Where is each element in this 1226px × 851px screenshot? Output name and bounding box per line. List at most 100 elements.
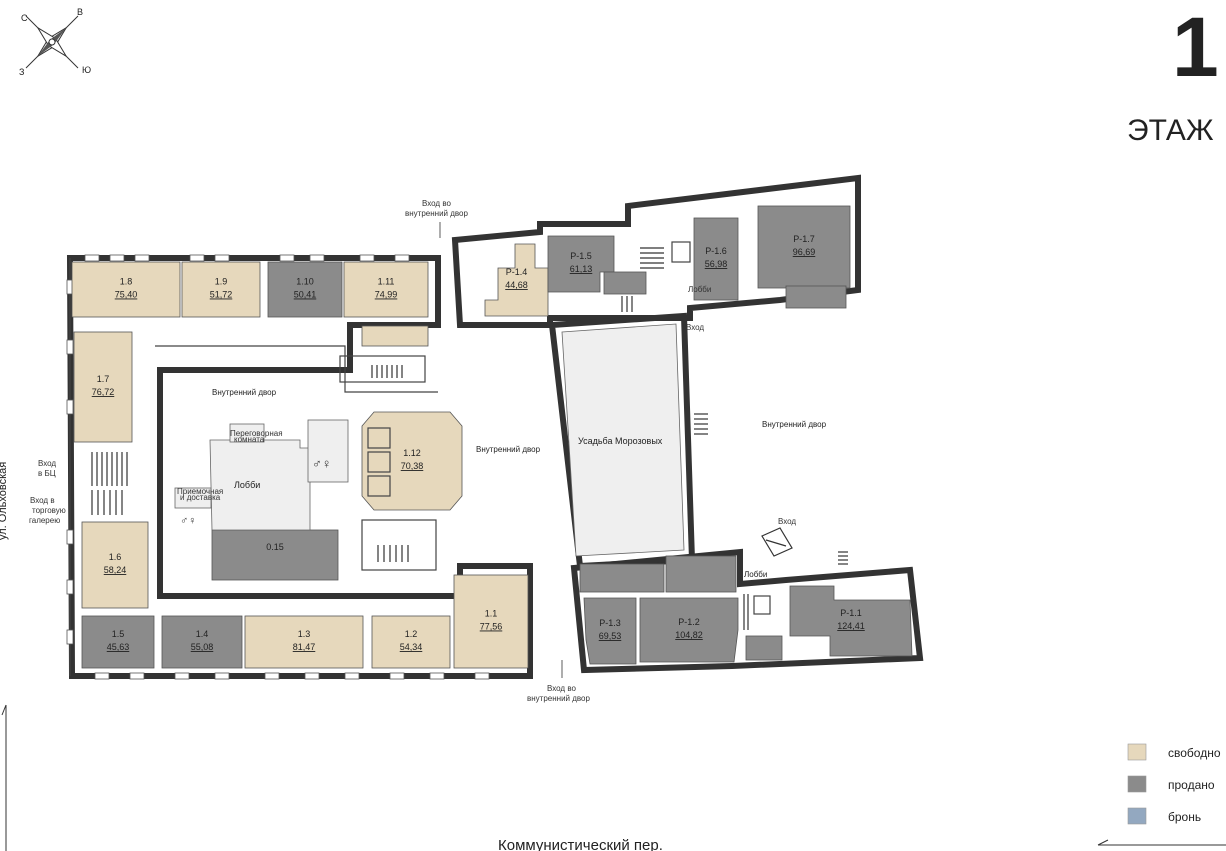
unit-id-label: 1.9 bbox=[215, 277, 228, 287]
unit-area-label: 76,72 bbox=[92, 387, 115, 397]
unit-area-label: 104,82 bbox=[675, 630, 703, 640]
stairs-west-2 bbox=[339, 355, 426, 383]
unit-1-2[interactable] bbox=[371, 615, 451, 669]
unit-id-label: 1.8 bbox=[120, 277, 133, 287]
stairs-west-3 bbox=[361, 519, 437, 571]
unit-1-6[interactable] bbox=[81, 521, 149, 609]
unit-id-label: 0.15 bbox=[266, 542, 284, 552]
stairs-west-1 bbox=[91, 452, 128, 515]
unit-area-label: 74,99 bbox=[375, 290, 398, 300]
unit-Р1-3[interactable] bbox=[583, 597, 637, 665]
unit-1-3[interactable] bbox=[244, 615, 364, 669]
entrance-bc-line1: Вход bbox=[38, 459, 56, 468]
unit-1-8[interactable] bbox=[71, 261, 181, 318]
unit-id-label: 1.2 bbox=[405, 629, 418, 639]
unit-1-10[interactable] bbox=[267, 261, 343, 318]
unit-id-label: 1.5 bbox=[112, 629, 125, 639]
negotiation-room-line2: комната bbox=[234, 435, 265, 444]
floor-word: ЭТАЖ bbox=[1127, 114, 1214, 147]
unit-id-label: 1.6 bbox=[109, 552, 122, 562]
unit-area-label: 45,63 bbox=[107, 642, 130, 652]
compass-e-letter: В bbox=[77, 7, 83, 17]
unit-Р1-7[interactable] bbox=[757, 205, 851, 289]
stairs-ne bbox=[621, 247, 664, 312]
floor-number: 1 bbox=[1172, 0, 1219, 94]
north-east-building: Лобби bbox=[451, 174, 861, 328]
entrance-gallery-line1: Вход в bbox=[30, 496, 55, 505]
south-east-building: Лобби bbox=[570, 527, 924, 674]
unit-id-label: Р-1.4 bbox=[506, 267, 528, 277]
entrance-right-bottom-label: Вход bbox=[778, 517, 796, 526]
stairs-estate bbox=[694, 413, 708, 435]
unit-id-label: Р-1.2 bbox=[678, 617, 700, 627]
compass-n-letter: С bbox=[21, 13, 28, 23]
unit-labels: 1.875,401.951,721.1050,411.1174,991.776,… bbox=[92, 234, 865, 652]
courtyard-right-label: Внутренний двор bbox=[762, 420, 827, 429]
unit-id-label: Р-1.7 bbox=[793, 234, 815, 244]
unit-1-4[interactable] bbox=[161, 615, 243, 669]
unit-id-label: 1.10 bbox=[296, 277, 314, 287]
unit-Р1-1[interactable] bbox=[789, 585, 913, 657]
street-bottom-label: Коммунистический пер. bbox=[498, 837, 663, 851]
unit-area-label: 54,34 bbox=[400, 642, 423, 652]
unit-1-9[interactable] bbox=[181, 261, 261, 318]
entrance-gallery-line3: галерею bbox=[29, 516, 60, 525]
legend-swatch-sold bbox=[1127, 775, 1147, 793]
entrance-top-line1: Вход во bbox=[422, 199, 451, 208]
stairs-se bbox=[743, 527, 848, 630]
unit-id-label: Р-1.5 bbox=[570, 251, 592, 261]
unit-area-label: 81,47 bbox=[293, 642, 316, 652]
legend-label-free: свободно bbox=[1168, 746, 1221, 760]
negotiation-room-line1: Переговорная bbox=[230, 429, 283, 438]
unit-Р1-5[interactable] bbox=[547, 235, 615, 293]
unit-1-5[interactable] bbox=[81, 615, 155, 669]
unit-area-label: 69,53 bbox=[599, 631, 622, 641]
street-left-label: ул. Ольховская bbox=[0, 462, 9, 540]
unit-1-11[interactable] bbox=[343, 261, 429, 318]
unit-id-label: 1.3 bbox=[298, 629, 311, 639]
entrance-right-top-label: Вход bbox=[686, 323, 704, 332]
legend: свободно продано бронь bbox=[1127, 743, 1221, 825]
legend-label-reserved: бронь bbox=[1168, 810, 1201, 824]
west-building: ♂♀ ♂♀ Переговорная комната Приемочная и … bbox=[66, 254, 533, 680]
lobby-right-label: Лобби bbox=[744, 570, 767, 579]
unit-area-label: 50,41 bbox=[294, 290, 317, 300]
entrance-bc-line2: в БЦ bbox=[38, 469, 56, 478]
entrance-bottom-line2: внутренний двор bbox=[527, 694, 591, 703]
lobby-small-label: Лобби bbox=[688, 285, 711, 294]
legend-swatch-reserved bbox=[1127, 807, 1147, 825]
unit-id-label: Р-1.3 bbox=[599, 618, 621, 628]
unit-area-label: 55,08 bbox=[191, 642, 214, 652]
unit-1-12[interactable] bbox=[361, 411, 463, 511]
delivery-room-line1: Приемочная bbox=[177, 487, 223, 496]
entrance-bottom-line1: Вход во bbox=[547, 684, 576, 693]
unit-1-1[interactable] bbox=[453, 574, 529, 669]
estate-hall: Усадьба Морозовых bbox=[548, 312, 708, 570]
wc-icon-small: ♂♀ bbox=[180, 515, 197, 527]
wc-icon: ♂♀ bbox=[312, 456, 332, 471]
entrance-gallery-line2: торговую bbox=[32, 506, 66, 515]
compass-rose: С В Ю З bbox=[19, 7, 91, 77]
unit-area-label: 70,38 bbox=[401, 461, 424, 471]
compass-s-letter: Ю bbox=[82, 65, 91, 75]
courtyard-mid-label: Внутренний двор bbox=[476, 445, 541, 454]
unit-0-15[interactable] bbox=[211, 529, 339, 581]
lobby-left-label: Лобби bbox=[234, 480, 260, 490]
unit-area-label: 58,24 bbox=[104, 565, 127, 575]
unit-area-label: 124,41 bbox=[837, 621, 865, 631]
unit-id-label: 1.1 bbox=[485, 609, 498, 619]
unit-area-label: 61,13 bbox=[570, 264, 593, 274]
unit-area-label: 75,40 bbox=[115, 290, 138, 300]
legend-label-sold: продано bbox=[1168, 778, 1215, 792]
unit-id-label: 1.11 bbox=[378, 277, 395, 287]
unit-area-label: 56,98 bbox=[705, 259, 728, 269]
unit-area-label: 44,68 bbox=[505, 280, 528, 290]
unit-Р1-6[interactable] bbox=[693, 217, 739, 301]
compass-w-letter: З bbox=[19, 67, 24, 77]
unit-area-label: 51,72 bbox=[210, 290, 233, 300]
entrance-top-line2: внутренний двор bbox=[405, 209, 469, 218]
unit-Р1-2[interactable] bbox=[639, 597, 739, 663]
unit-1-7[interactable] bbox=[73, 331, 133, 443]
unit-Р1-4[interactable] bbox=[484, 243, 549, 317]
